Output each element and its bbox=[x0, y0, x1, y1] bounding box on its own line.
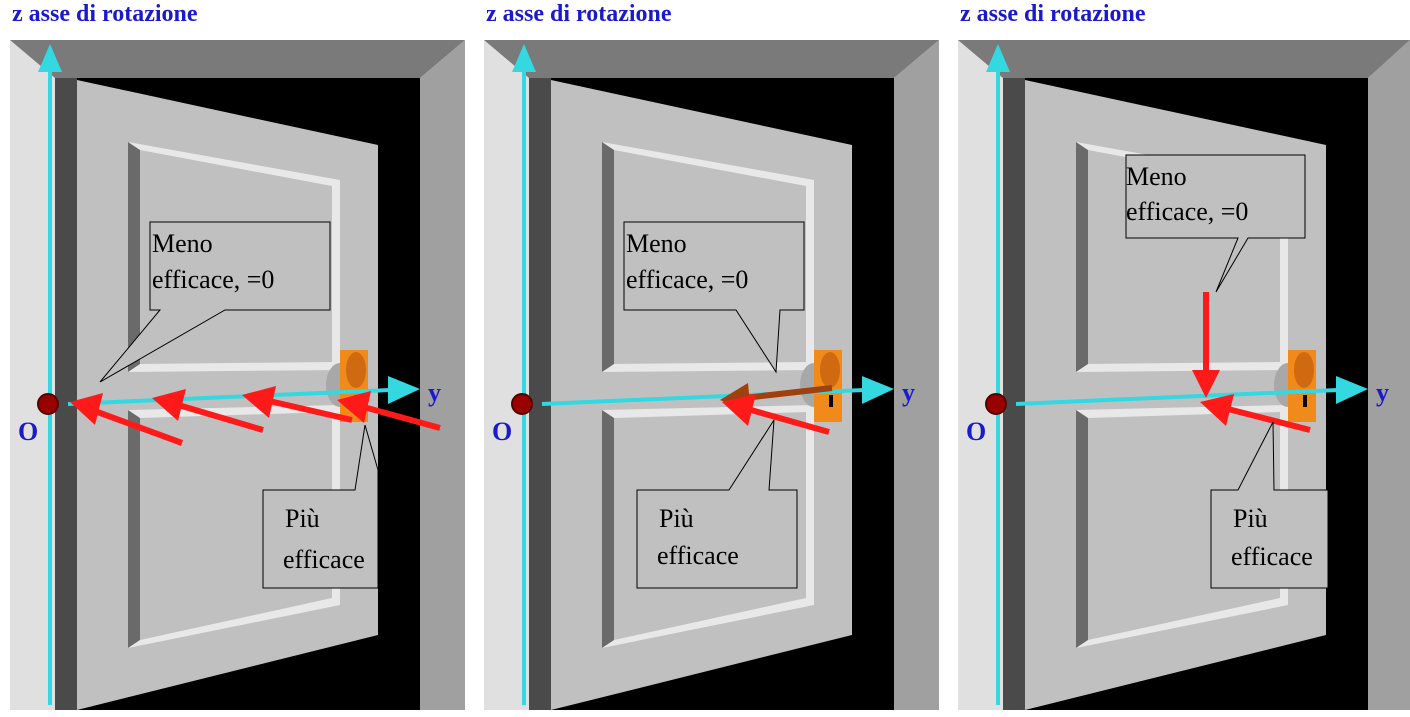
callout-bottom-line1: Più bbox=[285, 504, 320, 533]
z-axis-arrowhead bbox=[38, 44, 62, 72]
force-arrowhead-3 bbox=[242, 386, 276, 418]
y-axis-arrowhead bbox=[388, 376, 420, 404]
callout-top-line2: efficace, =0 bbox=[626, 265, 748, 294]
upper-panel-shadow bbox=[128, 142, 140, 372]
callout-bottom-line2: efficace bbox=[1231, 542, 1313, 571]
y-axis-arrowhead bbox=[862, 376, 894, 404]
force-arrowhead-down bbox=[1192, 370, 1220, 398]
lower-panel-shadow bbox=[1076, 410, 1088, 648]
upper-panel-shadow bbox=[1076, 142, 1088, 372]
force-arrowhead-4 bbox=[337, 391, 371, 423]
handle-knob bbox=[346, 352, 366, 388]
handle-knob bbox=[1294, 352, 1314, 388]
panel-1: O y Meno efficace, =0 Più efficace z ass… bbox=[0, 0, 470, 717]
force-arrowhead-red bbox=[722, 394, 756, 426]
y-axis-arrowhead bbox=[1336, 376, 1368, 404]
y-axis-label: y bbox=[902, 378, 915, 407]
force-arrow-red bbox=[743, 405, 830, 435]
origin-label: O bbox=[18, 417, 38, 446]
panel-title: z asse di rotazione bbox=[486, 1, 672, 27]
force-arrowhead-2 bbox=[152, 389, 186, 421]
panel-2: O y Meno efficace, =0 Più efficace z ass… bbox=[474, 0, 944, 717]
callout-top-line2: efficace, =0 bbox=[152, 265, 274, 294]
keyhole bbox=[829, 395, 833, 407]
frame-top bbox=[10, 40, 465, 78]
callout-top bbox=[623, 221, 805, 374]
callout-bottom-line2: efficace bbox=[283, 545, 365, 574]
door-edge bbox=[1003, 78, 1025, 710]
callout-top bbox=[1125, 154, 1306, 293]
callout-bottom-line2: efficace bbox=[657, 541, 739, 570]
callout-top-line1: Meno bbox=[1126, 162, 1187, 191]
force-arrow-1 bbox=[90, 407, 184, 446]
frame-top bbox=[958, 40, 1410, 78]
origin-label: O bbox=[492, 417, 512, 446]
force-arrow-2 bbox=[174, 401, 264, 433]
frame-right bbox=[894, 40, 939, 710]
origin-marker bbox=[37, 393, 59, 415]
upper-panel-shadow bbox=[602, 142, 614, 372]
handle-knob bbox=[820, 352, 840, 388]
frame-right bbox=[1368, 40, 1410, 710]
origin-marker bbox=[511, 393, 533, 415]
callout-bottom bbox=[636, 419, 798, 589]
door-illustration-3: O y Meno efficace, =0 Più efficace bbox=[958, 40, 1410, 710]
y-axis-line bbox=[67, 388, 391, 406]
z-axis-arrowhead bbox=[512, 44, 536, 72]
force-arrow-3 bbox=[264, 397, 353, 423]
door-illustration-2: O y Meno efficace, =0 Più efficace bbox=[484, 40, 939, 710]
force-arrowhead-red bbox=[1200, 394, 1234, 426]
frame-right bbox=[420, 40, 465, 710]
origin-label: O bbox=[966, 417, 986, 446]
callout-bottom bbox=[1210, 421, 1329, 589]
y-axis-line bbox=[1015, 388, 1339, 406]
door-edge bbox=[55, 78, 77, 710]
y-axis-label: y bbox=[1376, 378, 1389, 407]
z-axis-arrowhead bbox=[986, 44, 1010, 72]
y-axis-label: y bbox=[428, 378, 441, 407]
door-illustration-1: O y Meno efficace, =0 Più efficace bbox=[10, 40, 465, 710]
panel-title: z asse di rotazione bbox=[12, 1, 198, 27]
callout-top bbox=[99, 221, 331, 383]
callout-top-line1: Meno bbox=[626, 229, 687, 258]
door-edge bbox=[529, 78, 551, 710]
origin-marker bbox=[985, 393, 1007, 415]
force-arrow-brown bbox=[743, 385, 833, 401]
callout-top-line1: Meno bbox=[152, 229, 213, 258]
lower-panel-shadow bbox=[602, 410, 614, 648]
callout-bottom bbox=[262, 424, 379, 589]
panel-title: z asse di rotazione bbox=[960, 1, 1146, 27]
keyhole bbox=[1303, 395, 1307, 407]
callout-bottom-line1: Più bbox=[1233, 504, 1268, 533]
force-arrowhead-1 bbox=[70, 393, 103, 425]
force-arrow-4 bbox=[359, 403, 441, 431]
lower-panel-shadow bbox=[128, 410, 140, 648]
frame-top bbox=[484, 40, 939, 78]
panel-3: O y Meno efficace, =0 Più efficace z ass… bbox=[948, 0, 1410, 717]
callout-top-line2: efficace, =0 bbox=[1126, 197, 1248, 226]
callout-bottom-line1: Più bbox=[659, 504, 694, 533]
force-arrow-red bbox=[1223, 405, 1311, 433]
